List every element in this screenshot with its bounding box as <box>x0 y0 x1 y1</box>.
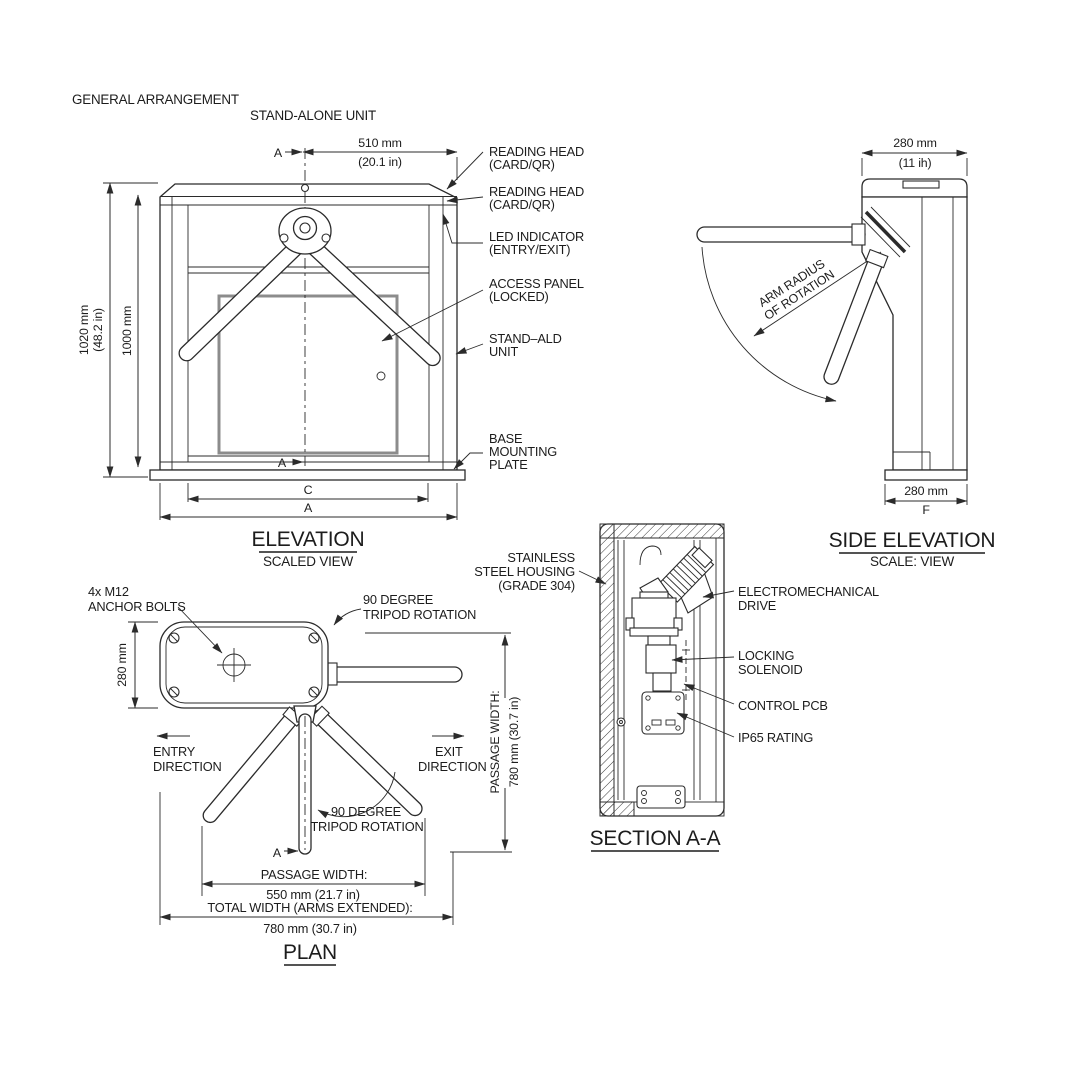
dim-passage-vertical: PASSAGE WIDTH: 780 mm (30.7 in) <box>488 691 521 794</box>
arm-collar <box>851 223 866 246</box>
svg-text:STEEL HOUSING: STEEL HOUSING <box>474 564 575 579</box>
access-panel <box>217 294 399 455</box>
elevation-callout-leaders <box>381 151 484 470</box>
section-view: STAINLESS STEEL HOUSING (GRADE 304) ELEC… <box>474 523 879 852</box>
svg-text:DRIVE: DRIVE <box>738 598 776 613</box>
dim-passage-value: 550 mm (21.7 in) <box>266 887 360 902</box>
callout-reading-head-front: READING HEAD <box>489 184 584 199</box>
dim-280mm-top-in: (11 ih) <box>899 156 932 170</box>
svg-text:(ENTRY/EXIT): (ENTRY/EXIT) <box>489 242 570 257</box>
elevation-title: ELEVATION <box>252 528 365 551</box>
side-elevation-title: SIDE ELEVATION <box>829 529 996 552</box>
hub-plate <box>860 206 911 258</box>
solenoid-plunger <box>652 672 672 692</box>
tripod-hub <box>278 207 332 255</box>
entry-label: ENTRY <box>153 744 196 759</box>
callout-base-plate: BASE <box>489 431 522 446</box>
dim-1020mm: 1020 mm <box>77 305 91 355</box>
gearbox <box>631 597 677 629</box>
svg-text:(GRADE 304): (GRADE 304) <box>498 578 575 593</box>
svg-text:TRIPOD ROTATION: TRIPOD ROTATION <box>363 607 476 622</box>
svg-text:ANCHOR BOLTS: ANCHOR BOLTS <box>88 599 186 614</box>
wall-hatch-left <box>599 523 615 817</box>
svg-text:TRIPOD ROTATION: TRIPOD ROTATION <box>310 819 423 834</box>
arm-rotation-arc <box>701 246 837 403</box>
wall-hatch-top <box>599 523 725 539</box>
drawing-subtitle: STAND-ALONE UNIT <box>250 108 376 123</box>
elevation-subtitle: SCALED VIEW <box>263 554 354 569</box>
rotation-bottom-label: 90 DEGREE <box>331 804 401 819</box>
dim-510mm: 510 mm <box>358 136 402 150</box>
centre-target <box>217 648 251 682</box>
rotation-top-label: 90 DEGREE <box>363 592 433 607</box>
plan-view: 90 DEGREE TRIPOD ROTATION 90 DEGREE TRIP… <box>88 584 521 966</box>
svg-text:PASSAGE WIDTH:: PASSAGE WIDTH: <box>488 691 502 794</box>
control-pcb <box>641 691 685 735</box>
callout-housing: STAINLESS <box>507 550 575 565</box>
svg-text:DIRECTION: DIRECTION <box>418 759 487 774</box>
dim-280mm-bottom: 280 mm <box>904 484 948 498</box>
dim-total-label: TOTAL WIDTH (ARMS EXTENDED): <box>207 900 412 915</box>
section-marker-a-bottom: A <box>278 456 287 470</box>
plan-title: PLAN <box>283 941 337 964</box>
bottom-plate <box>636 785 686 809</box>
dim-a: A <box>304 501 313 515</box>
arm-horizontal <box>696 226 866 243</box>
callout-ip65: IP65 RATING <box>738 730 813 745</box>
plan-section-marker: A <box>273 846 282 860</box>
plan-rotation-arc <box>317 771 396 819</box>
svg-text:DIRECTION: DIRECTION <box>153 759 222 774</box>
svg-text:(CARD/QR): (CARD/QR) <box>489 197 555 212</box>
arm-lowered <box>823 248 889 385</box>
callout-access-panel: ACCESS PANEL <box>489 276 584 291</box>
dim-280mm-plan: 280 mm <box>115 643 129 687</box>
drawing-title: GENERAL ARRANGEMENT <box>72 92 239 107</box>
exit-label: EXIT <box>435 744 463 759</box>
svg-text:(LOCKED): (LOCKED) <box>489 289 549 304</box>
dim-280mm-top: 280 mm <box>893 136 937 150</box>
anchor-bolts-label: 4x M12 <box>88 584 129 599</box>
dim-total-value: 780 mm (30.7 in) <box>263 921 357 936</box>
cabinet-side <box>861 196 968 471</box>
section-marker-a-top: A <box>274 146 283 160</box>
svg-text:PLATE: PLATE <box>489 457 528 472</box>
side-elevation-subtitle: SCALE: VIEW <box>870 554 955 569</box>
callout-stand-alone-unit: STAND–ALD <box>489 331 562 346</box>
svg-text:SOLENOID: SOLENOID <box>738 662 803 677</box>
dim-1000mm: 1000 mm <box>120 306 134 356</box>
reader-window <box>902 180 940 189</box>
plan-arm-exit <box>308 705 423 817</box>
dim-510mm-in: (20.1 in) <box>358 155 402 169</box>
plan-arm-right <box>327 666 463 683</box>
callout-drive: ELECTROMECHANICAL <box>738 584 879 599</box>
top-fixing <box>300 183 310 193</box>
side-elevation-view: ARM RADIUS OF ROTATION 280 mm (11 ih) 28… <box>696 136 996 569</box>
callout-solenoid: LOCKING <box>738 648 794 663</box>
dim-c: C <box>304 483 313 497</box>
elevation-callouts: READING HEAD (CARD/QR) READING HEAD (CAR… <box>489 144 584 472</box>
dim-f-label: F <box>922 503 930 517</box>
panel-lock <box>376 371 386 381</box>
base-mounting-plate <box>149 469 466 481</box>
svg-text:MOUNTING: MOUNTING <box>489 444 557 459</box>
drive-motor <box>657 545 715 603</box>
dim-1020mm-in: (48.2 in) <box>91 308 105 352</box>
elevation-view: A 510 mm (20.1 in) 1020 mm (48.2 in) 100… <box>77 136 584 569</box>
svg-text:(CARD/QR): (CARD/QR) <box>489 157 555 172</box>
svg-text:780 mm (30.7 in): 780 mm (30.7 in) <box>507 697 521 788</box>
section-title: SECTION A-A <box>590 827 721 850</box>
callout-reading-head-top: READING HEAD <box>489 144 584 159</box>
callout-pcb: CONTROL PCB <box>738 698 828 713</box>
dim-passage-label: PASSAGE WIDTH: <box>261 867 367 882</box>
locking-solenoid <box>645 644 677 674</box>
base-plate-side <box>884 469 968 481</box>
svg-text:UNIT: UNIT <box>489 344 518 359</box>
callout-led-indicator: LED INDICATOR <box>489 229 584 244</box>
anchor-bolts <box>168 632 320 698</box>
